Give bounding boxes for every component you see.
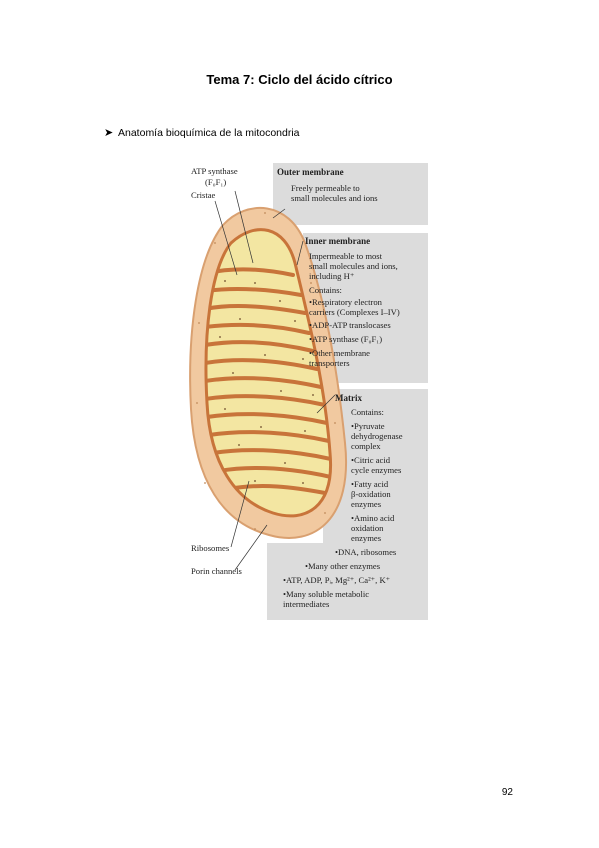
page-title: Tema 7: Ciclo del ácido cítrico xyxy=(206,72,393,87)
matrix-line-6: cycle enzymes xyxy=(351,465,402,475)
matrix-tail-1: •DNA, ribosomes xyxy=(335,547,397,557)
page-number: 92 xyxy=(501,787,513,798)
matrix-tail-3: •ATP, ADP, Pᵢ, Mg²⁺, Ca²⁺, K⁺ xyxy=(283,575,391,585)
matrix-line-5: •Citric acid xyxy=(351,455,391,465)
inner-line-10: transporters xyxy=(309,358,350,368)
bullet-text: Anatomía bioquímica de la mitocondria xyxy=(118,126,300,139)
matrix-line-1: Contains: xyxy=(351,407,384,417)
inner-line-5: •Respiratory electron xyxy=(309,297,382,307)
matrix-tail-2: •Many other enzymes xyxy=(305,561,381,571)
inner-line-6: carriers (Complexes I–IV) xyxy=(309,307,400,317)
inner-line-2: small molecules and ions, xyxy=(309,261,398,271)
matrix-line-3: dehydrogenase xyxy=(351,431,403,441)
outer-line-1: Freely permeable to xyxy=(291,183,360,193)
outer-line-2: small molecules and ions xyxy=(291,193,378,203)
label-cristae: Cristae xyxy=(191,190,216,200)
inner-line-1: Impermeable to most xyxy=(309,251,383,261)
label-ribosomes: Ribosomes xyxy=(191,543,230,553)
matrix-line-11: oxidation xyxy=(351,523,384,533)
matrix-heading: Matrix xyxy=(335,393,362,403)
inner-line-9: •Other membrane xyxy=(309,348,370,358)
inner-line-7: •ADP-ATP translocases xyxy=(309,320,391,330)
bullet-item: ➤ Anatomía bioquímica de la mitocondria xyxy=(104,126,300,140)
matrix-line-2: •Pyruvate xyxy=(351,421,385,431)
inner-line-8: •ATP synthase (F₀F₁) xyxy=(309,334,383,344)
outer-membrane-heading: Outer membrane xyxy=(277,167,344,177)
bottom-panel xyxy=(267,543,428,620)
arrow-bullet-icon: ➤ xyxy=(104,127,114,139)
matrix-line-12: enzymes xyxy=(351,533,382,543)
label-porin-channels: Porin channels xyxy=(191,566,242,576)
mitochondria-figure: ATP synthase (F₀F₁) Cristae Ribosomes Po… xyxy=(185,163,428,620)
matrix-line-7: •Fatty acid xyxy=(351,479,389,489)
inner-line-4: Contains: xyxy=(309,285,342,295)
matrix-line-4: complex xyxy=(351,441,381,451)
label-atp-synthase-sub: (F₀F₁) xyxy=(205,177,227,187)
matrix-line-8: β-oxidation xyxy=(351,489,391,499)
inner-membrane-heading: Inner membrane xyxy=(305,236,371,246)
matrix-line-9: enzymes xyxy=(351,499,382,509)
inner-line-3: including H⁺ xyxy=(309,271,355,281)
matrix-tail-5: intermediates xyxy=(283,599,330,609)
outer-membrane-panel xyxy=(273,163,428,225)
mitochondrion-drawing xyxy=(189,190,348,571)
matrix-line-10: •Amino acid xyxy=(351,513,395,523)
label-atp-synthase: ATP synthase xyxy=(191,166,238,176)
matrix-tail-4: •Many soluble metabolic xyxy=(283,589,370,599)
